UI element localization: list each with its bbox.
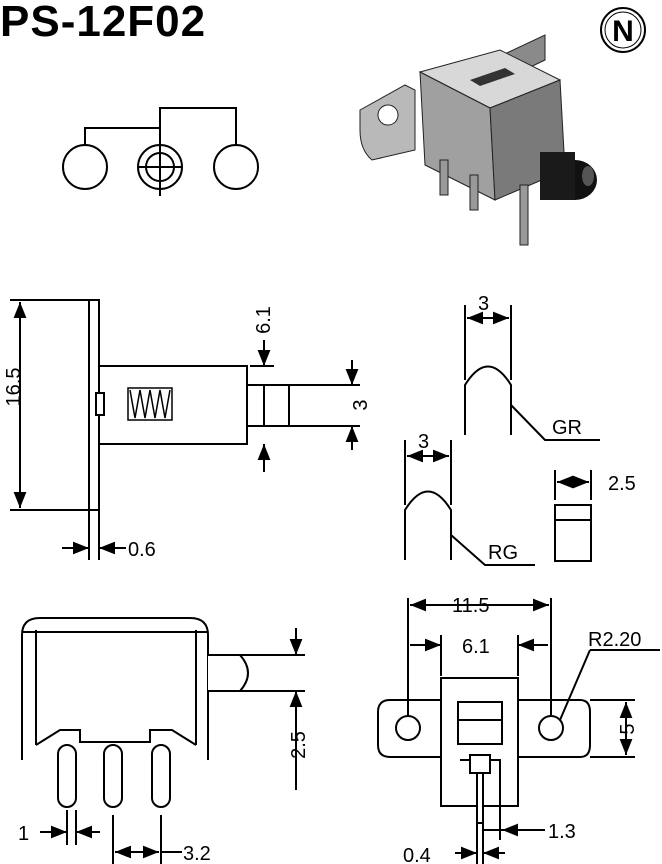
gr-label: GR [552,417,582,439]
front-view-drawing [21,617,305,864]
part-number-title: PS-12F02 [0,0,207,46]
dim-actuator-height-label: 3 [350,399,372,410]
dim-gr-width-label: 3 [478,293,489,315]
rg-label: RG [488,542,518,564]
logo-letter: N [612,15,634,48]
dim-height-label: 16.5 [3,368,25,407]
dim-radius-label: R2.20 [588,629,641,651]
dim-flange-height-label: 5 [617,723,639,734]
manufacturer-logo: N [600,7,646,53]
dim-mounting-span-label: 11.5 [452,595,489,617]
dim-pin-width-label: 1 [18,823,29,845]
actuator-shapes [404,305,600,566]
dim-rg-width-label: 3 [418,431,429,453]
dim-body-width-label: 6.1 [462,636,490,658]
dim-actuator-length-label: 6.1 [253,306,275,334]
top-view-drawing [377,598,660,864]
dim-plate-thickness-label: 0.6 [128,539,156,561]
dim-pin-offset-label: 1.3 [548,821,576,843]
dim-pin-pitch-label: 3.2 [183,843,211,864]
side-view-drawing [10,299,360,560]
dim-pin-thickness-label: 0.4 [403,845,431,864]
product-photo [359,34,597,246]
schematic-symbol [62,107,259,196]
dim-pin-height-label: 2.5 [288,731,310,759]
dim-side-width-label: 2.5 [608,473,636,495]
